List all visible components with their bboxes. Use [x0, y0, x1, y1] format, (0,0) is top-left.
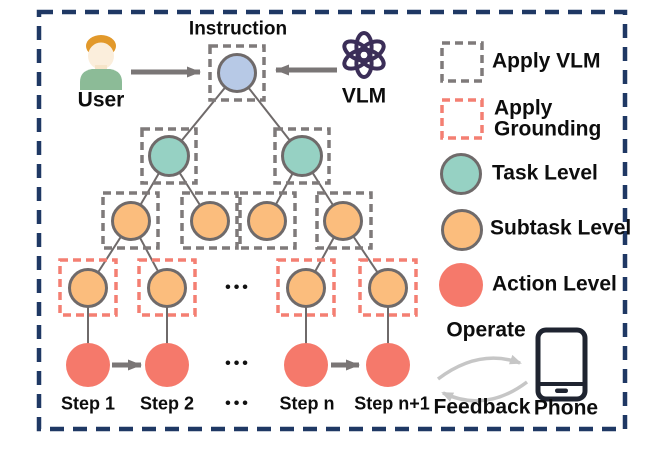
operate-feedback-cycle-arrows [436, 354, 529, 403]
action-node-4 [366, 343, 410, 387]
subtask-node-1 [111, 201, 151, 241]
legend-apply-vlm-label: Apply VLM [492, 49, 601, 73]
feedback-arrow [441, 380, 529, 403]
step-row-ellipsis: ••• [225, 395, 251, 412]
apply-grounding-box [58, 258, 118, 317]
openai-logo-icon [342, 31, 386, 79]
vlm-label: VLM [341, 84, 387, 108]
action-node-3 [284, 343, 328, 387]
phone-label: Phone [533, 396, 599, 420]
phone-icon [535, 327, 588, 402]
subtask-row-ellipsis: ••• [225, 279, 251, 296]
grounded-subtask-node-2 [147, 268, 187, 308]
user-label: User [77, 88, 125, 112]
subtask-node-2 [190, 201, 230, 241]
legend-task-node [440, 153, 482, 195]
operate-arrow [436, 354, 522, 381]
apply-vlm-box [315, 191, 373, 250]
step-n-label: Step n [279, 393, 335, 414]
legend-apply-vlm-box [440, 41, 484, 83]
apply-vlm-box [238, 191, 297, 250]
action-row-ellipsis: ••• [225, 355, 251, 372]
grounded-subtask-node-3 [286, 268, 326, 308]
legend-apply-grounding-box [440, 98, 484, 140]
step-2-label: Step 2 [139, 393, 195, 414]
apply-vlm-boxes [101, 41, 484, 250]
apply-grounding-box [137, 258, 197, 317]
legend-apply-grounding-label-line2: Grounding [494, 117, 602, 141]
grounded-subtask-node-1 [68, 268, 108, 308]
legend-apply-grounding-label-line1: Apply [494, 96, 553, 120]
legend-subtask-node [441, 209, 483, 251]
apply-vlm-box [101, 191, 160, 250]
apply-vlm-box [273, 127, 331, 185]
step-n1-label: Step n+1 [354, 393, 430, 414]
instruction-label: Instruction [188, 18, 288, 40]
legend-action-level-label: Action Level [492, 272, 617, 296]
legend-task-level-label: Task Level [492, 161, 598, 185]
apply-grounding-box [358, 258, 418, 317]
user-icon [80, 35, 122, 90]
legend-subtask-level-label: Subtask Level [490, 216, 632, 240]
apply-grounding-boxes [58, 98, 484, 317]
task-node-2 [281, 135, 323, 177]
task-node-1 [148, 135, 190, 177]
legend-action-node [439, 263, 483, 307]
feedback-label: Feedback [433, 395, 531, 419]
grounded-subtask-node-4 [368, 268, 408, 308]
instruction-node [217, 53, 257, 93]
step-1-label: Step 1 [60, 393, 116, 414]
action-node-2 [145, 343, 189, 387]
operate-label: Operate [446, 318, 526, 342]
subtask-node-3 [247, 201, 287, 241]
outer-dashed-border [36, 9, 628, 432]
apply-vlm-box [208, 44, 266, 102]
subtask-node-4 [323, 201, 363, 241]
apply-vlm-box [140, 127, 198, 185]
apply-vlm-box [180, 191, 239, 250]
apply-grounding-box [276, 258, 336, 317]
action-node-1 [66, 343, 110, 387]
flow-arrows [112, 64, 360, 371]
